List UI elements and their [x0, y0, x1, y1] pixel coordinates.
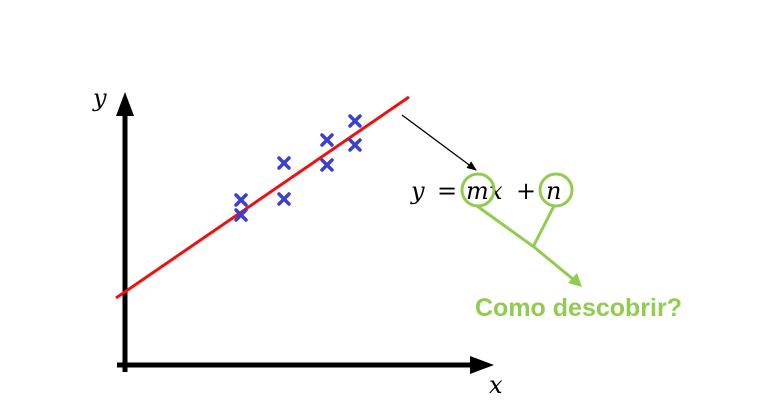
axes: y x — [92, 84, 503, 399]
highlight-annotations — [460, 172, 575, 282]
equation-equals: = — [437, 177, 457, 205]
x-mark-icon — [320, 133, 334, 147]
arrow-icon — [401, 114, 477, 171]
connector-m — [476, 204, 535, 249]
equation-n: n — [546, 177, 561, 205]
highlight-arrowhead — [568, 273, 582, 287]
connector-n — [531, 205, 556, 248]
x-mark-icon — [348, 138, 362, 152]
equation-lhs: y — [410, 177, 425, 205]
y-axis-arrowhead — [116, 92, 134, 116]
x-mark-icon — [277, 192, 291, 206]
connector-main — [533, 245, 575, 282]
x-mark-icon — [277, 156, 291, 170]
data-points — [234, 114, 362, 222]
question-text: Como descobrir? — [475, 294, 682, 322]
y-axis-label: y — [92, 84, 107, 112]
fit-line — [115, 95, 410, 300]
x-mark-icon — [320, 158, 334, 172]
equation-m: m — [466, 177, 489, 205]
x-mark-icon — [348, 114, 362, 128]
highlight-circle-n — [538, 172, 574, 208]
x-mark-icon — [234, 193, 248, 207]
equation-plus: + — [516, 177, 536, 205]
x-mark-icon — [234, 208, 248, 222]
x-axis-label: x — [489, 371, 503, 399]
x-axis-arrowhead — [470, 356, 494, 374]
